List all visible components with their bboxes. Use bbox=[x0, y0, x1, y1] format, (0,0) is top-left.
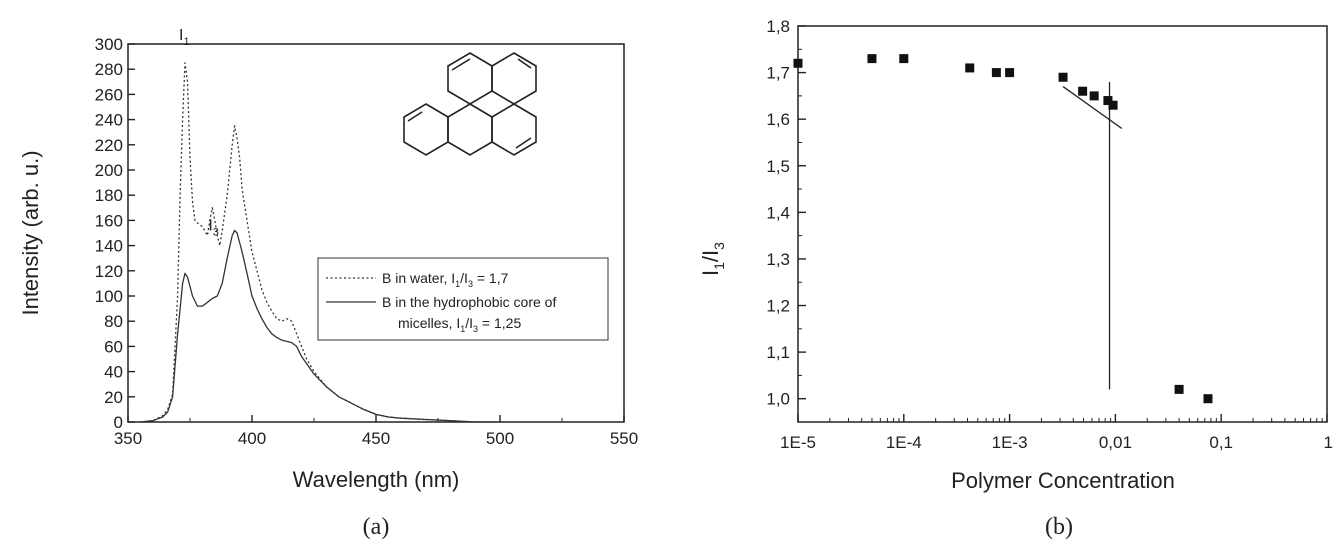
series-line-micelles bbox=[140, 229, 500, 423]
annotation-i3-base: I bbox=[208, 217, 212, 234]
x-tick-label-b: 1E-5 bbox=[780, 433, 816, 452]
panel-label-b: (b) bbox=[1045, 514, 1073, 540]
molecule-double-bond bbox=[407, 111, 423, 122]
molecule-double-bond bbox=[517, 58, 532, 69]
x-axis-label-a: Wavelength (nm) bbox=[293, 467, 460, 492]
annotation-i3-sub: 3 bbox=[213, 226, 219, 238]
y-tick-label-a: 0 bbox=[114, 413, 123, 432]
y-tick-label-a: 140 bbox=[95, 237, 123, 256]
y-tick-label-b: 1,6 bbox=[766, 110, 790, 129]
x-ticks-b: 1E-5 1E-4 1E-3 0,01 0,1 1 bbox=[780, 414, 1333, 452]
scatter-point bbox=[1174, 384, 1184, 394]
fit-lines-b bbox=[1062, 81, 1123, 390]
y-tick-label-a: 120 bbox=[95, 262, 123, 281]
legend-entry-micelles-line2: micelles, I1/I3 = 1,25 bbox=[398, 315, 521, 334]
y-tick-label-b: 1,2 bbox=[766, 297, 790, 316]
y-tick-label-b: 1,4 bbox=[766, 203, 790, 222]
x-tick-label-b: 1E-3 bbox=[992, 433, 1028, 452]
scatter-point bbox=[1005, 68, 1015, 78]
molecule-ring-bottom-left bbox=[403, 103, 449, 156]
scatter-point bbox=[1108, 100, 1118, 110]
series-group-a bbox=[140, 62, 500, 423]
y-tick-label-a: 300 bbox=[95, 35, 123, 54]
y-tick-label-a: 20 bbox=[104, 388, 123, 407]
scatter-point bbox=[1089, 91, 1099, 101]
plot-frame-a bbox=[127, 43, 625, 423]
y-axis-label-a: Intensity (arb. u.) bbox=[18, 150, 43, 315]
plot-frame-b bbox=[797, 25, 1328, 423]
molecule-ring-center bbox=[447, 103, 493, 156]
annotation-i1-base: I bbox=[179, 27, 183, 44]
x-tick-label-a: 550 bbox=[610, 429, 638, 448]
y-tick-label-b: 1,7 bbox=[766, 64, 790, 83]
y-tick-label-b: 1,1 bbox=[766, 343, 790, 362]
scatter-point bbox=[991, 68, 1001, 78]
x-tick-label-a: 350 bbox=[114, 429, 142, 448]
annotation-i3: I3 bbox=[208, 217, 219, 238]
x-tick-label-a: 400 bbox=[238, 429, 266, 448]
molecule-ring-top-right bbox=[491, 52, 537, 105]
scatter-point bbox=[899, 54, 909, 64]
scatter-point bbox=[793, 58, 803, 68]
y-tick-label-a: 180 bbox=[95, 186, 123, 205]
legend-a: B in water, I1/I3 = 1,7 B in the hydroph… bbox=[317, 257, 609, 341]
molecule-double-bond bbox=[515, 137, 532, 149]
x-tick-label-a: 450 bbox=[362, 429, 390, 448]
scatter-point bbox=[867, 54, 877, 64]
x-tick-label-b: 1E-4 bbox=[886, 433, 922, 452]
molecule-ring-top-left bbox=[447, 52, 493, 105]
y-axis-label-b: I1/I3 bbox=[698, 242, 727, 276]
y-ticks-b: 1,0 1,1 1,2 1,3 1,4 1,5 1,6 1,7 1,8 bbox=[766, 17, 806, 409]
molecule-double-bond bbox=[451, 58, 471, 71]
pyrene-molecule-icon bbox=[403, 52, 537, 156]
x-ticks-a: 350 400 450 500 550 bbox=[114, 415, 638, 448]
x-tick-label-b: 0,1 bbox=[1209, 433, 1233, 452]
scatter-point bbox=[1203, 394, 1213, 404]
y-tick-label-a: 40 bbox=[104, 363, 123, 382]
y-tick-label-b: 1,8 bbox=[766, 17, 790, 36]
x-axis-label-b: Polymer Concentration bbox=[951, 468, 1175, 493]
x-tick-label-b: 0,01 bbox=[1099, 433, 1132, 452]
y-ticks-a: 0 20 40 60 80 100 120 140 160 180 200 220 240 260 280 3… bbox=[95, 35, 135, 432]
y-tick-label-a: 240 bbox=[95, 111, 123, 130]
y-tick-label-a: 200 bbox=[95, 161, 123, 180]
y-tick-label-a: 80 bbox=[104, 312, 123, 331]
series-line-water bbox=[140, 62, 500, 423]
annotation-i1-sub: 1 bbox=[183, 36, 189, 48]
molecule-ring-bottom-right bbox=[491, 103, 537, 156]
y-tick-label-a: 160 bbox=[95, 211, 123, 230]
scatter-point bbox=[965, 63, 975, 73]
y-tick-label-a: 100 bbox=[95, 287, 123, 306]
scatter-point bbox=[1058, 72, 1068, 82]
panel-label-a: (a) bbox=[363, 514, 390, 540]
y-tick-label-b: 1,5 bbox=[766, 157, 790, 176]
scatter-point bbox=[1103, 96, 1113, 106]
legend-entry-water: B in water, I1/I3 = 1,7 bbox=[382, 270, 509, 289]
chart-a: 350 400 450 500 550 0 20 40 60 80 100 120 140 160 180… bbox=[18, 27, 638, 540]
fit-line bbox=[1062, 86, 1123, 130]
annotation-i1: I1 bbox=[179, 27, 190, 48]
scatter-point bbox=[1078, 86, 1088, 96]
y-tick-label-a: 220 bbox=[95, 136, 123, 155]
y-tick-label-a: 60 bbox=[104, 337, 123, 356]
y-tick-label-a: 280 bbox=[95, 60, 123, 79]
y-tick-label-b: 1,3 bbox=[766, 250, 790, 269]
legend-entry-micelles-line1: B in the hydrophobic core of bbox=[382, 294, 556, 310]
scatter-points-b bbox=[793, 54, 1213, 404]
legend-box-a bbox=[317, 257, 609, 341]
x-tick-label-b: 1 bbox=[1324, 433, 1333, 452]
y-tick-label-b: 1,0 bbox=[766, 390, 790, 409]
x-tick-label-a: 500 bbox=[486, 429, 514, 448]
y-tick-label-a: 260 bbox=[95, 85, 123, 104]
